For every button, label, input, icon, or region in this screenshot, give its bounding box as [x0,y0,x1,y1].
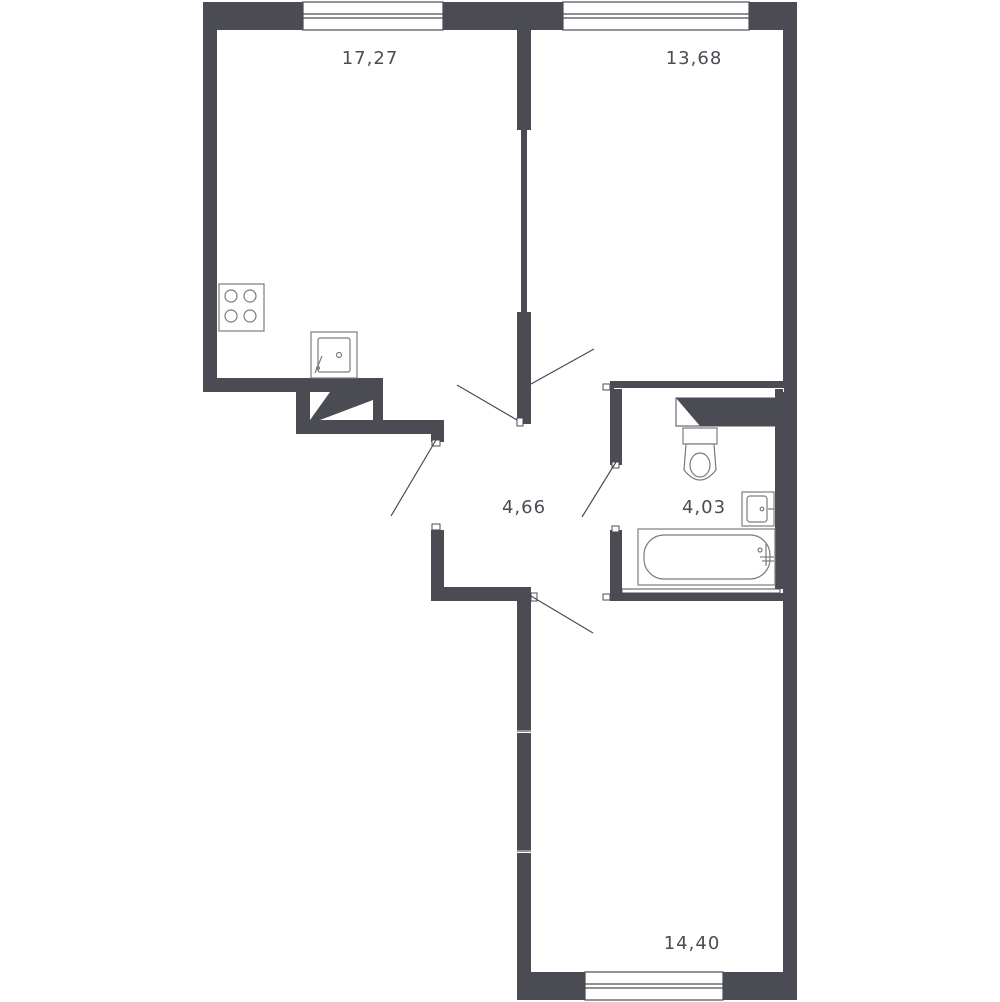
kitchen-sink-icon [310,331,358,379]
bathroom-sink-icon [741,491,775,527]
door-bedroom-bottom [530,595,594,634]
interior-walls [296,30,790,853]
bathtub-icon [637,528,776,586]
area-label-kitchen: 17,27 [342,48,399,69]
stove-icon [218,283,265,332]
door-kitchen [456,384,518,421]
bathroom-shaft [676,398,776,426]
door-bathroom [581,461,617,518]
door-entrance [390,439,437,517]
windows [302,1,750,1001]
area-label-bedroom-bottom: 14,40 [664,933,721,954]
toilet-icon [682,427,718,481]
area-label-bedroom-top: 13,68 [666,48,723,69]
outer-walls [203,2,797,1000]
window-kitchen [302,1,444,31]
ventilation-shaft [310,392,373,420]
area-label-hallway: 4,66 [502,497,546,518]
window-bedroom-bottom [584,971,724,1001]
area-label-bathroom: 4,03 [682,497,726,518]
thin-partition [521,130,527,312]
window-bedroom-top [562,1,750,31]
door-swings [390,348,617,634]
door-bedroom-top [530,348,595,385]
